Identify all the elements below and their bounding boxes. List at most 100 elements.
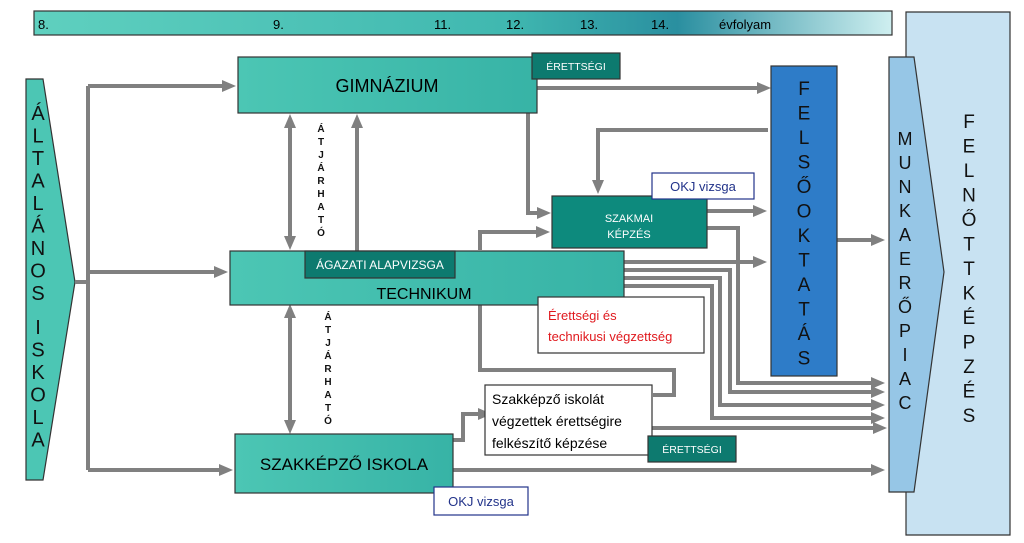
vertical-letter: E [963, 137, 976, 158]
erettsegi-tech-line2: technikusi végzettség [548, 329, 672, 344]
vertical-letter: L [32, 407, 43, 429]
szakkepzo-iskola-box [234, 433, 454, 494]
vertical-letter: K [31, 362, 45, 384]
timeline-label-13: 13. [580, 17, 598, 32]
vertical-letter: I [902, 345, 907, 365]
technikum-label: TECHNIKUM [376, 286, 471, 303]
munkaeropiac-block [888, 56, 945, 493]
okj-badge-2 [433, 486, 529, 516]
vertical-letter: O [30, 261, 46, 283]
vertical-letter: S [31, 283, 44, 305]
erettsegi-tech-note [537, 296, 705, 354]
vertical-letter: T [325, 325, 331, 336]
szakmai-kepzes-box [551, 195, 708, 249]
erettsegi-gim-label: ÉRETTSÉGI [546, 60, 606, 73]
vertical-letter: A [798, 275, 811, 296]
vertical-letter: U [899, 153, 912, 173]
vertical-letter: A [899, 225, 911, 245]
vertical-letter: T [32, 148, 44, 170]
timeline-label-12: 12. [506, 17, 524, 32]
grade-timeline: 8. 9. 11. 12. 13. 14. évfolyam [33, 10, 893, 36]
vertical-letter: T [963, 259, 975, 280]
vertical-letter: K [798, 226, 811, 247]
szakk-prep-line2: végzettek érettségire [492, 413, 622, 429]
vertical-letter: R [899, 273, 912, 293]
vertical-letter: O [797, 202, 812, 223]
vertical-letter: P [899, 321, 911, 341]
vertical-letter: Ő [797, 176, 812, 198]
vertical-letter: M [898, 129, 913, 149]
vertical-letter: A [899, 369, 911, 389]
vertical-letter: Á [31, 102, 45, 125]
okj-label-2: OKJ vizsga [448, 494, 515, 509]
vertical-letter: A [31, 171, 45, 193]
vertical-letter: N [31, 238, 45, 260]
vertical-letter: K [899, 201, 911, 221]
vertical-letter: Á [798, 324, 811, 345]
vertical-letter: J [325, 338, 331, 349]
vertical-letter: Ó [317, 226, 325, 239]
vertical-letter: F [798, 79, 810, 100]
vertical-letter: A [317, 202, 324, 213]
agazati-label: ÁGAZATI ALAPVIZSGA [316, 257, 444, 272]
vertical-letter: E [798, 104, 811, 125]
vertical-letter: R [317, 176, 325, 187]
felsooktatas-box [770, 65, 838, 377]
szakmai-line2: KÉPZÉS [607, 228, 650, 241]
vertical-letter: Á [317, 161, 324, 174]
vertical-letter: Á [324, 310, 331, 323]
gimnazium-label: GIMNÁZIUM [336, 76, 439, 96]
vertical-letter: T [798, 300, 810, 321]
vertical-letter: A [31, 429, 45, 451]
vertical-letter: Ő [898, 296, 912, 317]
szakmai-line1: SZAKMAI [605, 213, 653, 225]
vertical-letter: J [318, 150, 324, 161]
vertical-letter: Á [317, 122, 324, 135]
szakkepzo-label: SZAKKÉPZŐ ISKOLA [260, 455, 429, 474]
szakkepzo-prep-box [484, 384, 653, 456]
vertical-letter: K [963, 284, 976, 305]
erettsegi-gim-badge [531, 52, 621, 80]
vertical-letter: N [962, 186, 976, 207]
vertical-letter: H [317, 189, 324, 200]
vertical-letter: Z [963, 357, 975, 378]
connector-lines [75, 84, 873, 472]
vertical-letter: T [963, 235, 975, 256]
okj-badge-1 [651, 172, 755, 200]
vertical-letter: C [899, 393, 912, 413]
vertical-letter: T [318, 137, 324, 148]
timeline-label-14: 14. [651, 17, 669, 32]
vertical-letter: H [324, 377, 331, 388]
timeline-label-evfolyam: évfolyam [719, 17, 771, 32]
vertical-letter: S [798, 153, 811, 174]
vertical-letter: T [318, 215, 324, 226]
vertical-letter: I [35, 317, 41, 339]
timeline-bar [33, 10, 893, 36]
erettsegi-tech-line1: Érettségi és [548, 308, 617, 323]
vertical-letter: Ő [962, 209, 977, 231]
vertical-letter: T [798, 251, 810, 272]
vertical-letter: P [963, 333, 976, 354]
vertical-letter: O [30, 384, 46, 406]
vertical-letter: N [899, 177, 912, 197]
vertical-letter: É [963, 382, 976, 403]
vertical-letter: Á [31, 215, 45, 238]
erettsegi-szak-label: ÉRETTSÉGI [662, 443, 722, 456]
vertical-letter: S [31, 339, 44, 361]
vertical-letter: E [899, 249, 911, 269]
okj-label-1: OKJ vizsga [670, 179, 737, 194]
vertical-letter: Á [324, 349, 331, 362]
timeline-label-9: 9. [273, 17, 284, 32]
timeline-label-8: 8. [38, 17, 49, 32]
agazati-badge [304, 250, 456, 279]
vertical-letter: F [963, 112, 975, 133]
vertical-letter: S [798, 349, 811, 370]
altalanos-iskola-block [25, 78, 76, 481]
vertical-letter: L [964, 161, 975, 182]
